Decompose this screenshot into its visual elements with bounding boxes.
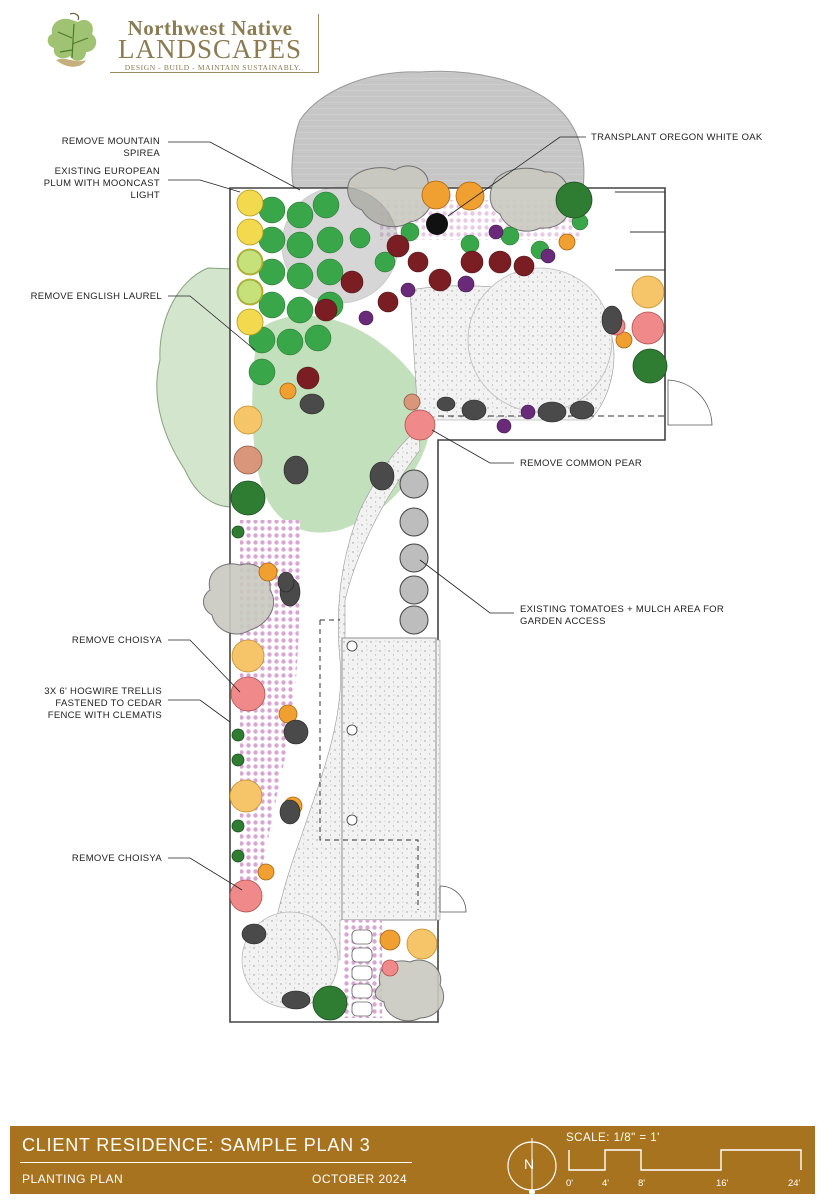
grape-leaf-icon [47,12,97,67]
scale-tick-24: 24' [788,1178,801,1189]
mooncast-lights [346,640,358,826]
scale-label: SCALE: 1/8" = 1' [566,1132,660,1144]
scale-tick-4: 4' [602,1178,610,1189]
callout-existing-plum: EXISTING EUROPEAN PLUM WITH MOONCAST LIG… [43,166,160,201]
logo-wordmark: Northwest Native LANDSCAPES DESIGN - BUI… [110,14,319,73]
planting-plan-drawing [156,70,713,1023]
boulders [241,305,623,1010]
callout-remove-laurel: REMOVE ENGLISH LAUREL [30,291,162,302]
purple-perennials [358,224,556,434]
callout-trellis: 3X 6' HOGWIRE TRELLIS FASTENED TO CEDAR … [44,686,162,721]
mulch-patio [341,637,437,921]
scale-tick-0: 0' [566,1178,574,1189]
scale-tick-16: 16' [716,1178,729,1189]
callout-remove-choisya-2: REMOVE CHOISYA [71,853,162,864]
logo-line-2: LANDSCAPES [117,34,303,64]
title-divider [20,1162,412,1163]
title-block: CLIENT RESIDENCE: SAMPLE PLAN 3 PLANTING… [10,1126,815,1194]
north-label: N [524,1156,535,1172]
logo-tagline: DESIGN - BUILD - MAINTAIN SUSTAINABLY. [124,63,302,72]
plan-subtitle: PLANTING PLAN [22,1172,124,1186]
scale-tick-8: 8' [638,1178,646,1189]
callout-tomatoes: EXISTING TOMATOES + MULCH AREA FOR GARDE… [520,604,725,627]
callout-remove-choisya-1: REMOVE CHOISYA [71,635,162,646]
stepping-stones [351,929,373,1017]
door-swing-top [667,379,713,426]
callout-remove-mountain-spirea: REMOVE MOUNTAIN SPIREA [61,136,160,159]
house-outline [615,191,666,390]
scale-bar [568,1149,802,1171]
salmon-shrubs [233,393,421,475]
gravel-circle-top [467,267,613,413]
door-swing-bottom [439,885,467,913]
peach-flowers [229,275,665,960]
callout-leaders [168,136,586,891]
callout-remove-pear: REMOVE COMMON PEAR [520,458,643,469]
company-logo: Northwest Native LANDSCAPES DESIGN - BUI… [38,8,319,76]
callout-transplant-oak: TRANSPLANT OREGON WHITE OAK [591,132,763,143]
north-arrow-icon [507,1138,557,1194]
logo-line-1: Northwest Native [127,16,293,40]
tomato-plants [399,469,429,635]
plan-date: OCTOBER 2024 [312,1172,408,1186]
light-green-plantings [237,249,263,305]
maroon-perennials [296,234,535,390]
plan-title: CLIENT RESIDENCE: SAMPLE PLAN 3 [22,1135,371,1155]
dashed-boundary [319,619,419,910]
oak-trunk [426,213,448,235]
evergreen-shrubs [230,181,668,1021]
